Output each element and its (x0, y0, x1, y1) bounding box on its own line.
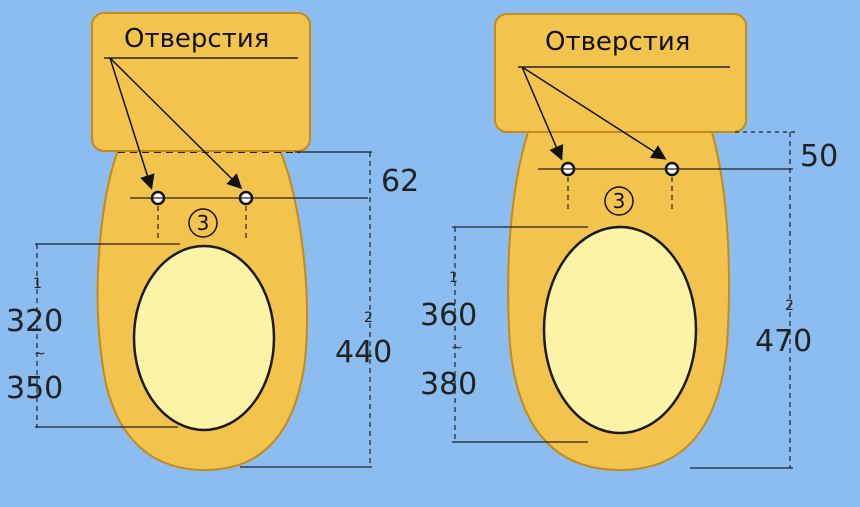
left-hole-marker: 3 (197, 211, 210, 235)
left-dim-440: 440 (335, 335, 392, 370)
left-arrow-1 (109, 57, 155, 190)
left-seat (132, 244, 276, 432)
right-seat (542, 225, 698, 435)
left-dim-320: 320 (6, 304, 63, 339)
right-tank-label: Отверстия (545, 27, 690, 57)
right-toilet: Отверстия 3 50 2 470 1 360 ~ 380 (420, 13, 838, 472)
left-tilde: ~ (34, 346, 46, 362)
right-dim-50: 50 (800, 139, 838, 174)
left-hole-marker-circle (188, 208, 218, 238)
right-note-1: 1 (449, 270, 458, 286)
right-arrow-2 (521, 66, 667, 160)
left-arrow-2 (109, 57, 243, 190)
left-dim-350: 350 (6, 371, 63, 406)
left-note-1: 1 (33, 276, 42, 292)
right-note-2: 2 (785, 298, 794, 314)
left-dim-62: 62 (381, 164, 419, 199)
right-dim-360: 360 (420, 298, 477, 333)
right-dim-470: 470 (755, 324, 812, 359)
left-tank (91, 12, 311, 152)
left-tank-label: Отверстия (124, 24, 269, 54)
right-hole-marker-circle (604, 186, 634, 216)
right-arrow-1 (521, 66, 564, 161)
right-dim-380: 380 (420, 367, 477, 402)
left-toilet: Отверстия 3 62 2 440 1 320 ~ 350 (6, 12, 419, 472)
right-tank (494, 13, 747, 133)
right-tilde: ~ (451, 340, 463, 356)
left-note-2: 2 (364, 310, 373, 326)
right-hole-marker: 3 (613, 189, 626, 213)
